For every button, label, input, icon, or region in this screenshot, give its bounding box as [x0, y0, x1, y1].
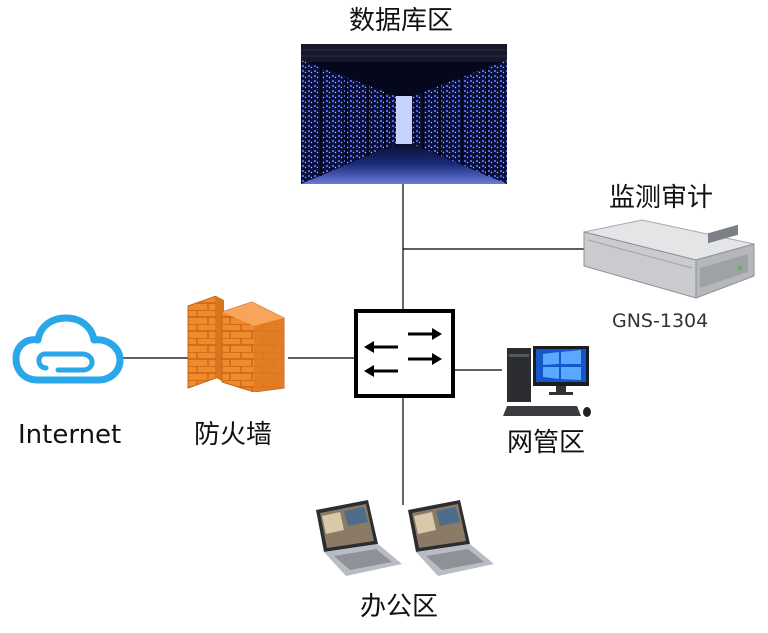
- office-node: [306, 498, 496, 578]
- switch-node: [354, 309, 455, 398]
- internet-label: Internet: [18, 420, 122, 450]
- switch-icon: [354, 309, 455, 398]
- firewall-node: [186, 296, 288, 392]
- office-label: 办公区: [360, 592, 439, 622]
- laptop-icon: [316, 500, 494, 576]
- audit-device: [580, 218, 756, 302]
- database-zone: [301, 44, 507, 184]
- internet-node: [12, 314, 124, 388]
- firewall-icon: [187, 296, 285, 392]
- rack-server-icon: [583, 219, 755, 299]
- audit-label: 监测审计: [609, 183, 714, 213]
- firewall-label: 防火墙: [194, 420, 273, 450]
- netmgmt-label: 网管区: [507, 428, 586, 458]
- netmgmt-node: [503, 342, 593, 420]
- desktop-computer-icon: [503, 346, 591, 417]
- audit-model: GNS-1304: [612, 310, 709, 332]
- database-zone-label: 数据库区: [349, 6, 454, 36]
- server-racks-photo-icon: [301, 44, 507, 184]
- cloud-icon: [12, 314, 124, 384]
